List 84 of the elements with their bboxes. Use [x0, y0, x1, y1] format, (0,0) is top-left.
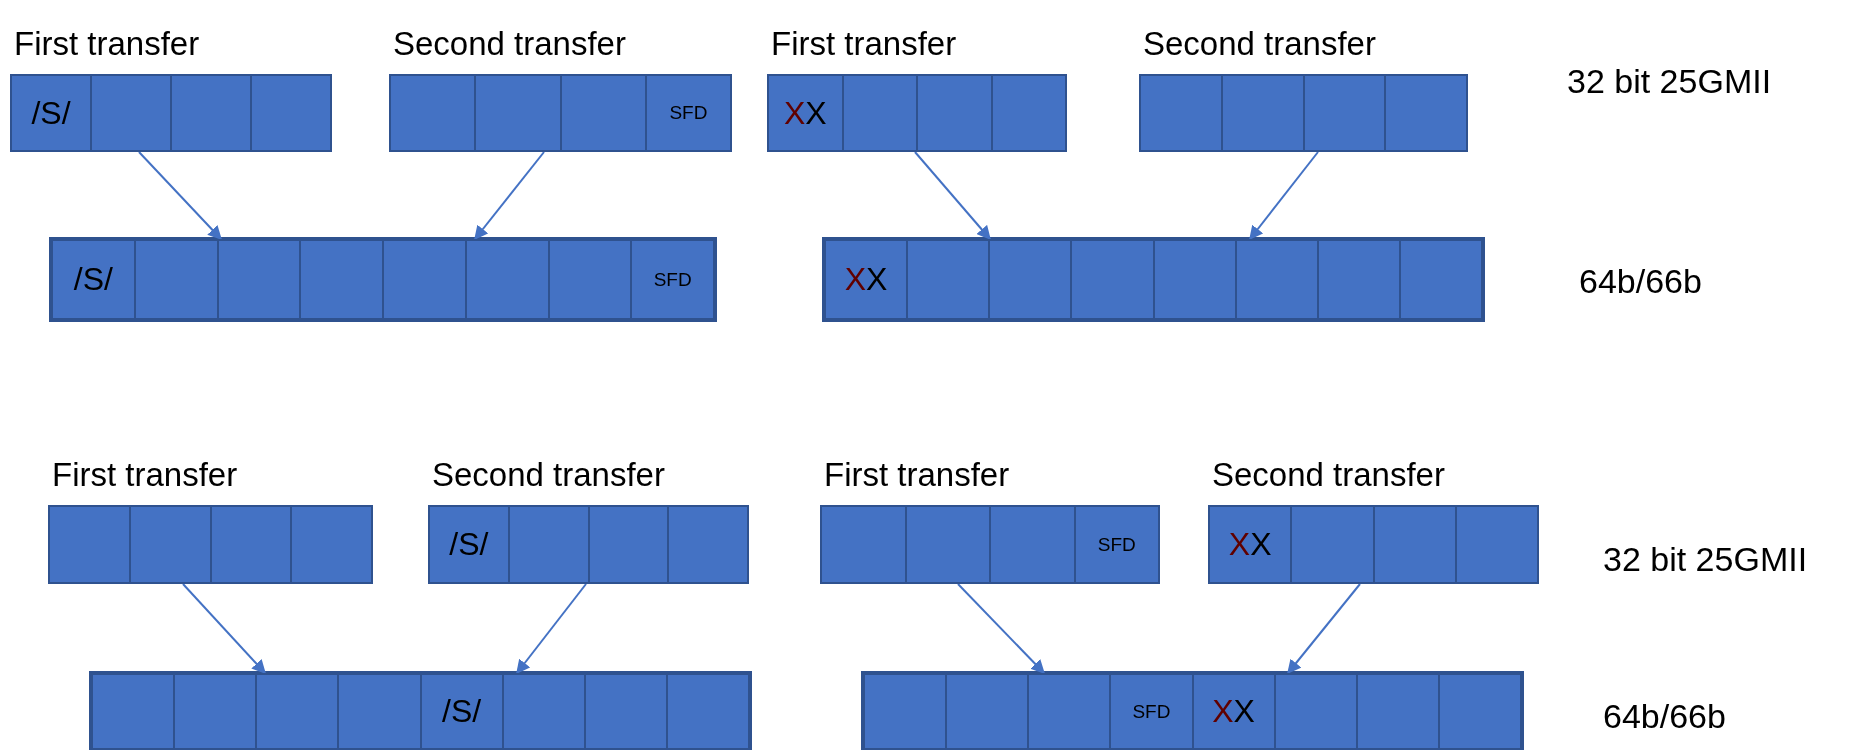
arrow	[1287, 583, 1361, 675]
byte-lane-cell	[988, 239, 1073, 320]
arrow	[182, 583, 266, 675]
byte-lane-cell: /S/	[51, 239, 136, 320]
arrow	[138, 151, 222, 240]
byte-lane-cell	[1152, 239, 1237, 320]
byte-lane-cell: /S/	[10, 74, 92, 152]
row-label: 64b/66b	[1603, 697, 1726, 736]
byte-lane-cell	[216, 239, 302, 320]
byte-lane-cell: XX	[824, 239, 909, 320]
byte-lane-cell	[904, 505, 991, 584]
byte-lane-cell	[989, 505, 1076, 584]
transfer-heading: Second transfer	[1143, 24, 1376, 64]
transfer-heading: Second transfer	[432, 455, 665, 495]
arrow	[957, 583, 1045, 674]
byte-lane-cell	[209, 505, 293, 584]
byte-lane-cell	[667, 505, 749, 584]
byte-lane-cell: XX	[1191, 673, 1276, 750]
byte-lane-cell	[90, 74, 172, 152]
byte-lane-cell	[128, 505, 212, 584]
transfer-heading: First transfer	[14, 24, 200, 64]
byte-lane-cell	[990, 74, 1067, 152]
byte-lane-cell	[389, 74, 477, 152]
row-label: 64b/66b	[1579, 262, 1702, 301]
row-label: 32 bit 25GMII	[1567, 62, 1772, 101]
byte-lane-cell	[906, 239, 991, 320]
byte-lane-cell	[1372, 505, 1457, 584]
arrow	[474, 151, 545, 241]
byte-lane-cell	[559, 74, 647, 152]
byte-lane-cell: /S/	[419, 673, 504, 750]
byte-lane-cell	[1384, 74, 1468, 152]
byte-lane-cell	[841, 74, 918, 152]
byte-lane-cell	[255, 673, 340, 750]
transfer-heading: Second transfer	[393, 24, 626, 64]
byte-lane-cell: XX	[767, 74, 844, 152]
byte-lane-cell	[290, 505, 373, 584]
transfer-heading: First transfer	[771, 24, 957, 64]
byte-lane-cell	[382, 239, 467, 320]
byte-lane-cell	[547, 239, 633, 320]
byte-lane-cell	[1316, 239, 1401, 320]
byte-lane-cell	[337, 673, 422, 750]
byte-lane-cell	[1027, 673, 1112, 750]
arrow	[914, 151, 991, 241]
byte-lane-cell	[1290, 505, 1375, 584]
byte-lane-cell	[250, 74, 332, 152]
arrow	[516, 583, 587, 675]
byte-lane-cell	[507, 505, 590, 584]
byte-lane-cell	[587, 505, 670, 584]
byte-lane-cell	[665, 673, 750, 750]
byte-lane-cell	[1302, 74, 1387, 152]
byte-lane-cell	[1234, 239, 1319, 320]
byte-lane-cell: SFD	[644, 74, 732, 152]
byte-lane-cell	[299, 239, 384, 320]
byte-lane-cell: /S/	[428, 505, 510, 584]
byte-lane-cell: SFD	[1109, 673, 1194, 750]
byte-lane-cell	[820, 505, 907, 584]
transfer-heading: First transfer	[824, 455, 1010, 495]
transfer-heading: First transfer	[52, 455, 238, 495]
byte-lane-cell	[1355, 673, 1440, 750]
byte-lane-cell	[48, 505, 131, 584]
byte-lane-cell	[1454, 505, 1539, 584]
byte-lane-cell	[133, 239, 219, 320]
arrow	[1249, 151, 1319, 241]
byte-lane-cell	[1220, 74, 1305, 152]
byte-lane-cell	[1070, 239, 1155, 320]
byte-lane-cell	[464, 239, 550, 320]
byte-lane-cell	[173, 673, 258, 750]
transfer-heading: Second transfer	[1212, 455, 1445, 495]
byte-lane-cell: SFD	[1073, 505, 1160, 584]
byte-lane-cell	[91, 673, 176, 750]
row-label: 32 bit 25GMII	[1603, 540, 1808, 579]
byte-lane-cell	[863, 673, 948, 750]
byte-lane-cell	[1139, 74, 1223, 152]
byte-lane-cell	[170, 74, 252, 152]
byte-lane-cell: XX	[1208, 505, 1293, 584]
byte-lane-cell	[945, 673, 1030, 750]
byte-lane-cell	[501, 673, 586, 750]
byte-lane-cell	[583, 673, 668, 750]
byte-lane-cell	[916, 74, 993, 152]
byte-lane-cell	[1437, 673, 1522, 750]
byte-lane-cell	[1398, 239, 1483, 320]
byte-lane-cell	[1273, 673, 1358, 750]
byte-lane-cell: SFD	[630, 239, 715, 320]
byte-lane-cell	[474, 74, 562, 152]
